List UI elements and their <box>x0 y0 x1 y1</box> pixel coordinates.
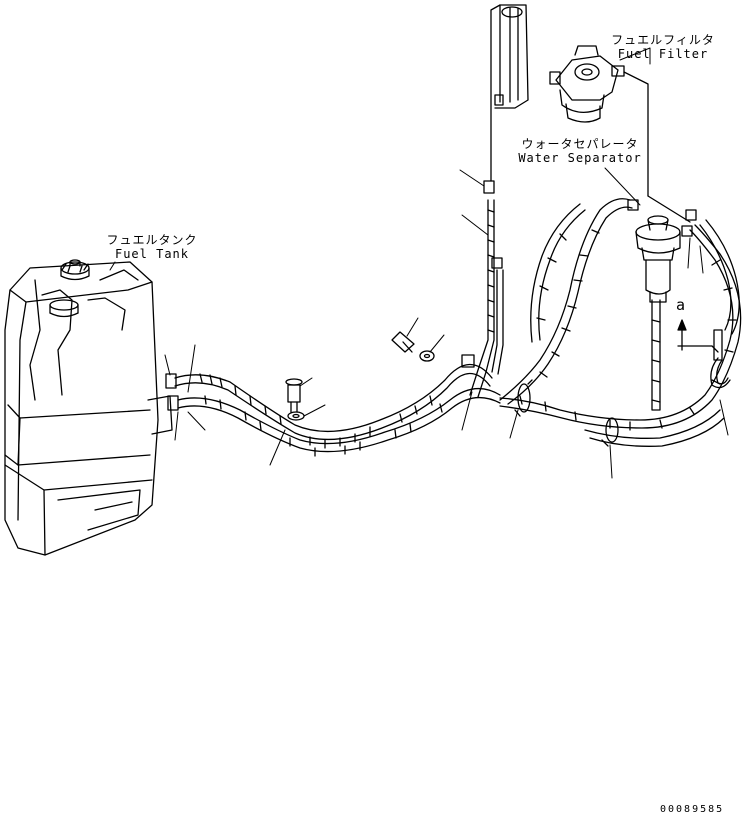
fuel-filter-label-en: Fuel Filter <box>617 47 709 61</box>
fuel-tank-label-en: Fuel Tank <box>114 247 190 261</box>
water-separator-label-en: Water Separator <box>518 151 642 165</box>
fuel-hoses <box>165 363 501 457</box>
water-separator-label: ウォータセパレータ Water Separator <box>514 137 646 165</box>
bolt-and-washer-center <box>391 331 435 362</box>
fuel-tank <box>4 259 173 556</box>
view-arrow <box>677 319 719 353</box>
view-marker-a: a <box>676 296 686 314</box>
fuel-filter-label-jp: フュエルフィルタ <box>611 33 715 47</box>
water-separator-label-jp: ウォータセパレータ <box>521 137 639 151</box>
fuel-filter <box>549 45 691 223</box>
fuel-tank-label: フュエルタンク Fuel Tank <box>104 233 200 261</box>
fuel-tank-label-jp: フュエルタンク <box>106 233 198 247</box>
right-loop-hose <box>499 198 742 447</box>
center-vertical-line <box>461 4 529 398</box>
drawing-number: 00089585 <box>660 804 725 815</box>
fuel-filter-label: フュエルフィルタ Fuel Filter <box>605 33 721 61</box>
water-separator <box>627 199 697 411</box>
leader-lines <box>109 47 729 479</box>
